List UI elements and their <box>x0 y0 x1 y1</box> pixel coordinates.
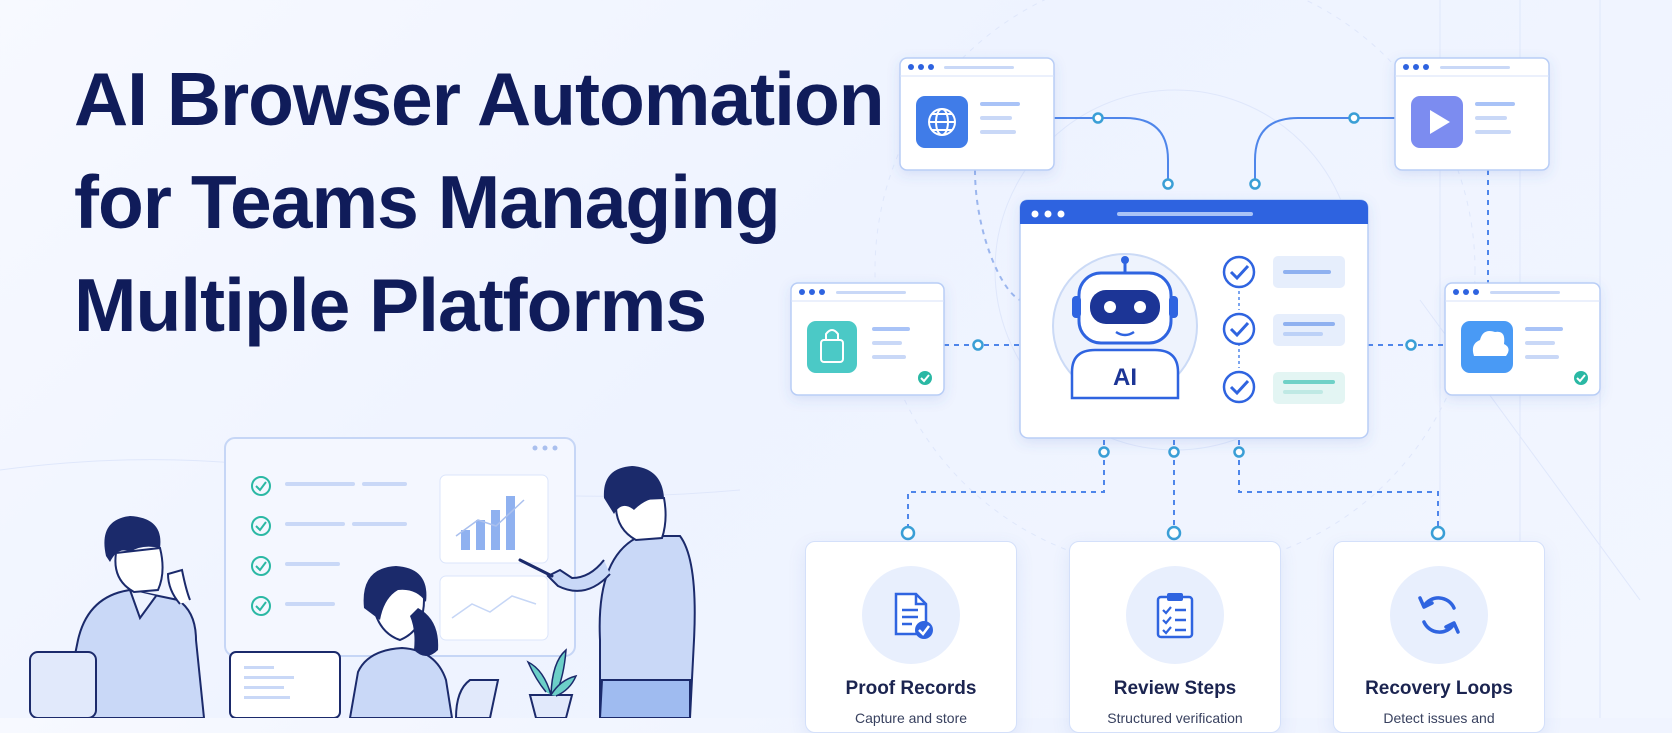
feature-card-recovery-loops: Recovery Loops Detect issues and <box>1333 541 1545 733</box>
headline-line-3: Multiple Platforms <box>74 263 707 347</box>
plant-decoration <box>526 648 578 718</box>
feature-icon-circle <box>1390 566 1488 664</box>
platform-window-cloud <box>1444 282 1601 396</box>
feature-card-proof-records: Proof Records Capture and store <box>805 541 1017 733</box>
feature-description: Structured verification <box>1107 710 1243 726</box>
feature-card-review-steps: Review Steps Structured verification <box>1069 541 1281 733</box>
feature-title: Recovery Loops <box>1365 678 1513 699</box>
globe-icon <box>928 108 956 136</box>
platform-window-video <box>1394 57 1550 171</box>
feature-icon-circle <box>1126 566 1224 664</box>
feature-icon-circle <box>862 566 960 664</box>
feature-description: Capture and store <box>854 710 968 726</box>
headline-line-1: AI Browser Automation <box>74 57 885 141</box>
cloud-icon <box>1472 331 1509 356</box>
clipboard-checklist-icon <box>1156 593 1194 639</box>
platform-window-shop <box>790 282 945 396</box>
person-thinking <box>29 516 206 718</box>
shopping-bag-icon <box>820 329 844 363</box>
hub-checklist <box>1222 255 1345 404</box>
feature-description: Detect issues and <box>1383 710 1495 726</box>
document-check-icon <box>894 592 933 639</box>
feature-title: Review Steps <box>1113 678 1237 699</box>
person-at-laptop <box>229 566 500 718</box>
headline: AI Browser Automation for Teams Managing… <box>74 48 885 357</box>
headline-line-2: for Teams Managing <box>74 160 781 244</box>
robot-icon <box>1052 253 1198 400</box>
dashboard-board <box>224 437 576 657</box>
illustration-scene <box>0 0 1641 718</box>
play-icon <box>1430 110 1450 134</box>
connector-lines <box>907 117 1489 530</box>
connector-nodes <box>900 112 1446 541</box>
refresh-cycle-icon <box>1418 596 1460 634</box>
person-presenting <box>518 466 696 718</box>
feature-title: Proof Records <box>845 678 977 699</box>
platform-window-globe <box>899 57 1055 171</box>
